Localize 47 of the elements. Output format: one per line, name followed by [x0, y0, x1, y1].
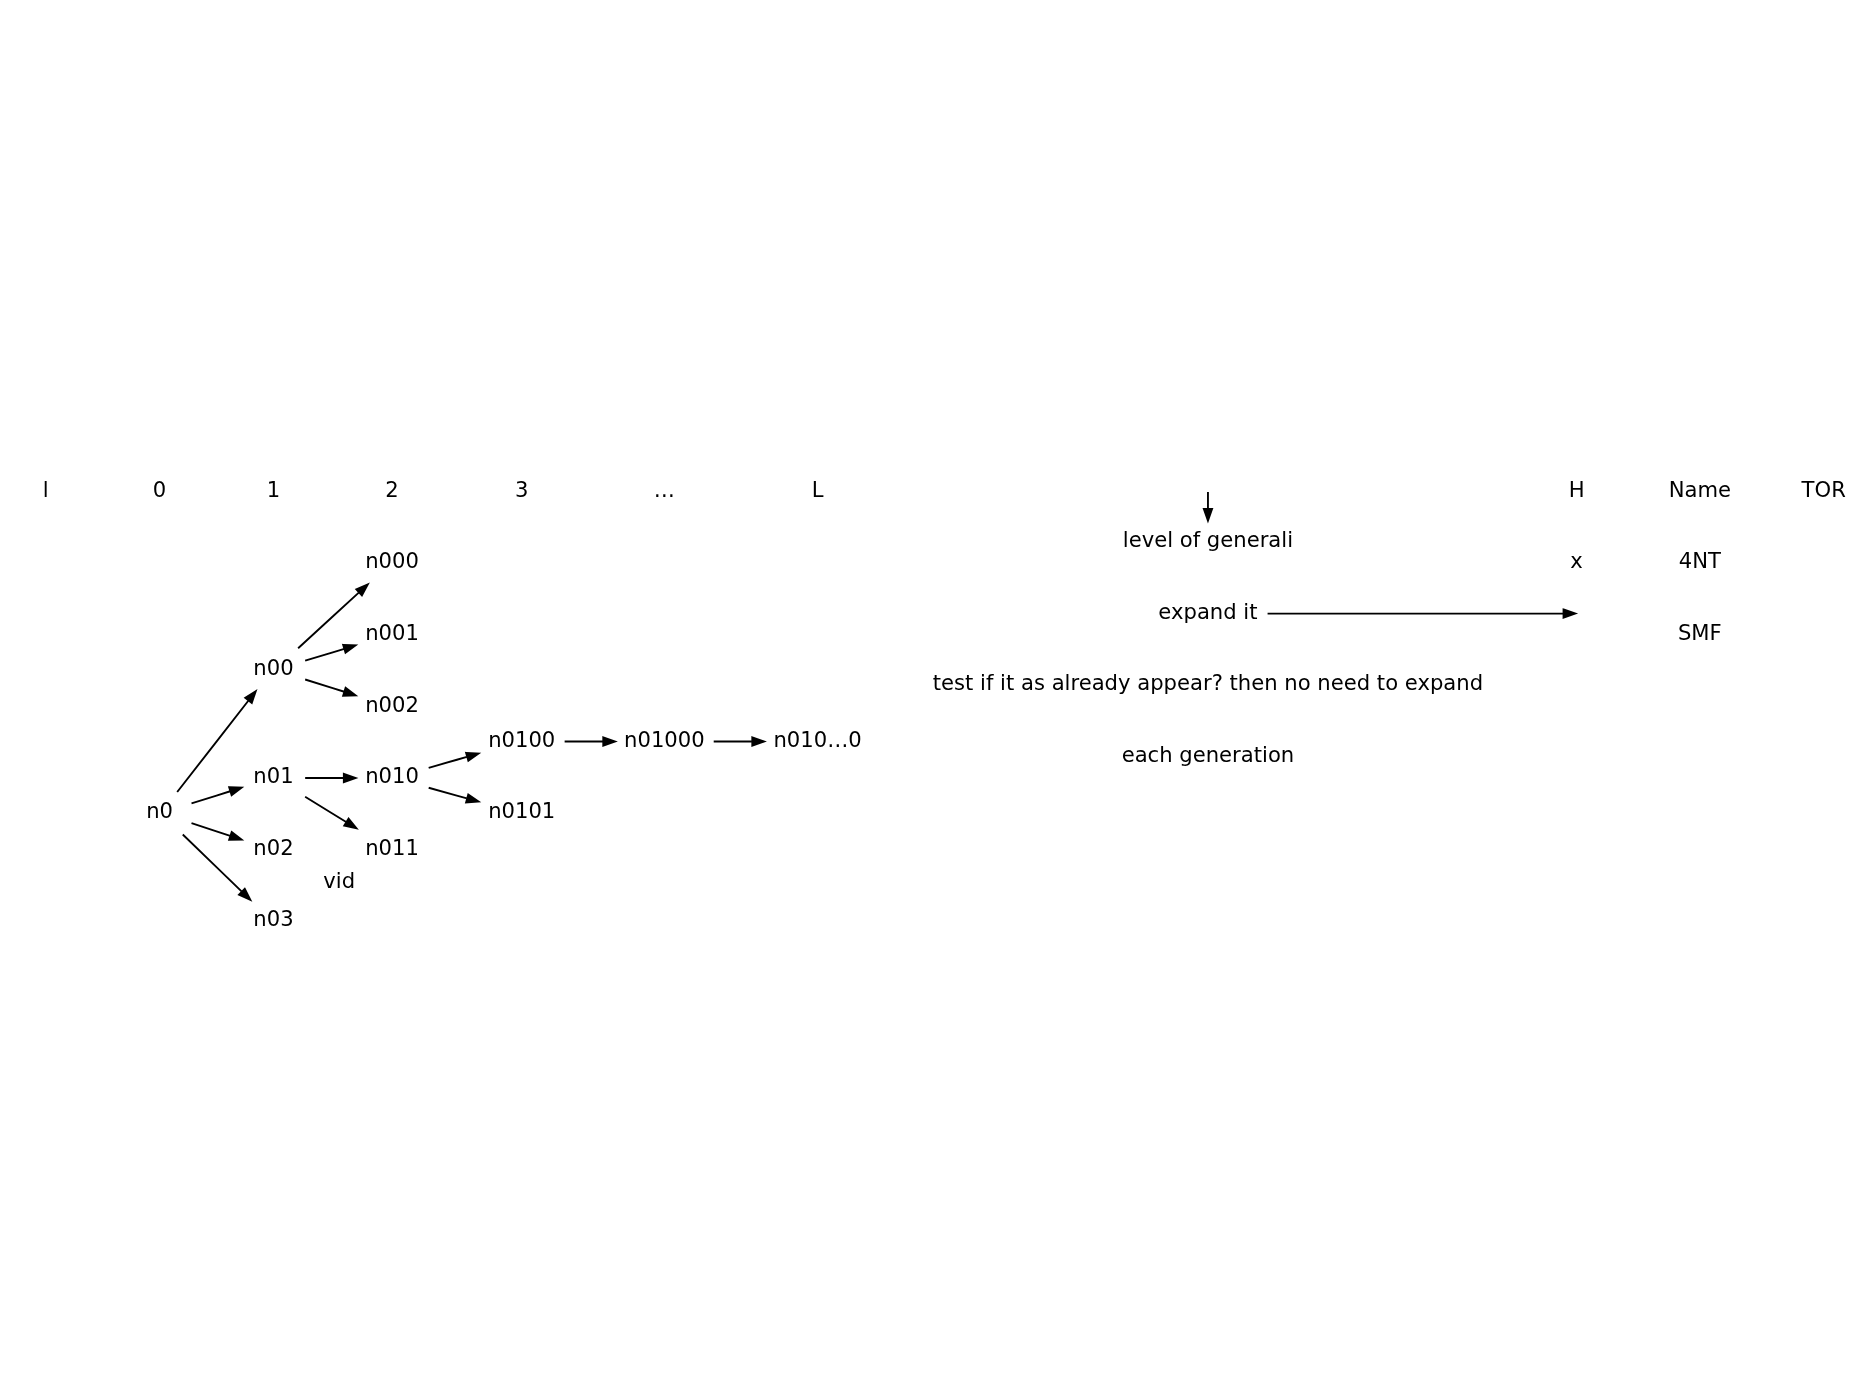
label: 0	[152, 476, 167, 502]
label: SMF	[1677, 619, 1722, 645]
node-text: expand it	[1158, 598, 1258, 624]
node-text: n000	[365, 547, 419, 573]
node-text: n010…0	[773, 726, 862, 752]
node-text: n011	[365, 834, 419, 860]
label: 1	[266, 476, 281, 502]
label: Name	[1668, 476, 1732, 502]
arrow	[304, 772, 359, 783]
node-text: n01	[253, 762, 294, 788]
arrow	[176, 688, 258, 793]
arrow	[304, 678, 359, 697]
node-text: n010	[365, 762, 419, 788]
arrow	[1202, 490, 1214, 523]
label: x	[1570, 547, 1583, 573]
arrow	[427, 751, 482, 769]
arrow	[563, 735, 618, 747]
arrow	[427, 786, 482, 803]
arrow	[297, 581, 370, 649]
node-text: n00	[253, 654, 294, 680]
label: test if it as already appear? then no need to expand	[932, 669, 1484, 695]
label: each generation	[1121, 741, 1295, 767]
node-text: level of generali	[1122, 526, 1294, 552]
node-text: n0101	[488, 797, 556, 823]
label: TOR	[1801, 476, 1846, 502]
arrow	[181, 833, 253, 902]
arrow	[304, 643, 359, 662]
node-text: n01000	[624, 726, 705, 752]
label: 3	[515, 476, 529, 502]
arrow	[712, 735, 767, 747]
node-text: n02	[253, 834, 294, 860]
node-text: n03	[253, 905, 294, 931]
node-label: vid	[323, 867, 356, 893]
label: L	[811, 476, 824, 502]
label: …	[653, 476, 675, 502]
node-text: n001	[365, 619, 419, 645]
node-text: n0	[146, 797, 173, 823]
label: l	[42, 476, 49, 502]
arrow	[304, 795, 359, 830]
node-text: n0100	[488, 726, 556, 752]
node-text: n002	[365, 690, 419, 716]
arrow	[1266, 607, 1579, 619]
label: H	[1568, 476, 1585, 502]
arrow	[190, 821, 245, 841]
label: 2	[385, 476, 399, 502]
arrow	[190, 785, 245, 804]
label: 4NT	[1678, 547, 1721, 573]
